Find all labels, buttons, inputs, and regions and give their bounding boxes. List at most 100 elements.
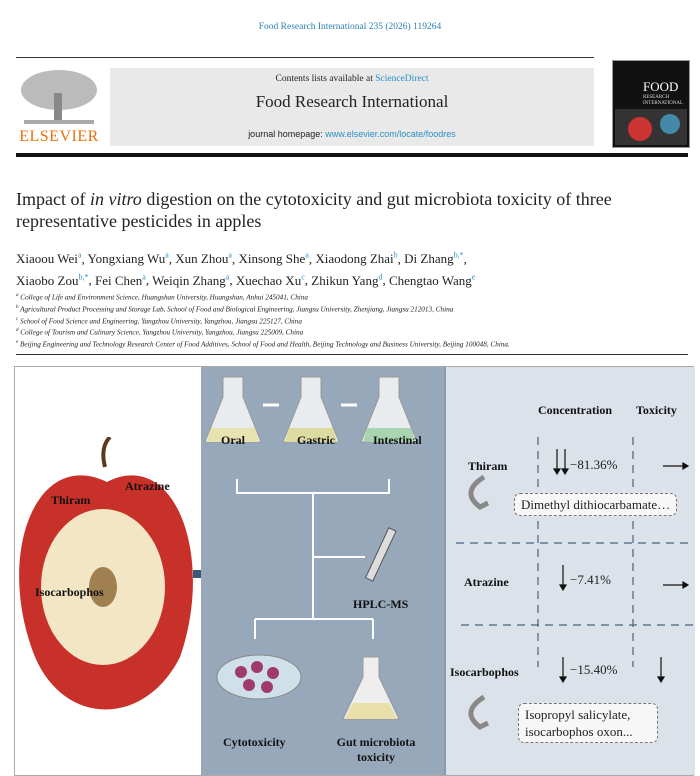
digestion-diagram: [204, 376, 418, 720]
author[interactable]: Xun Zhoua: [175, 251, 232, 266]
author-list: Xiaoou Weia, Yongxiang Wua, Xun Zhoua, X…: [16, 251, 476, 288]
journal-cover[interactable]: FOOD RESEARCH INTERNATIONAL: [612, 60, 690, 148]
thiram-product-box: Dimethyl dithiocarbamate…: [514, 493, 678, 516]
thiram-row-label: Thiram: [468, 459, 508, 473]
isocarbophos-row-label: Isocarbophos: [450, 665, 519, 679]
author-affiliation-mark[interactable]: c: [301, 272, 305, 282]
author[interactable]: Xinsong Shea: [238, 251, 308, 266]
apple-illustration: [19, 437, 193, 710]
affiliation: b Agricultural Product Processing and St…: [16, 303, 510, 315]
author[interactable]: Yongxiang Wua: [88, 251, 169, 266]
oral-label: Oral: [221, 433, 245, 447]
author-affiliation-mark[interactable]: a: [228, 251, 232, 260]
affiliations: a College of Life and Environment Scienc…: [16, 291, 510, 350]
atrazine-label: Atrazine: [125, 479, 170, 493]
journal-title: Food Research International: [255, 92, 449, 111]
author-name: Xun Zhou: [175, 251, 229, 267]
homepage-line: journal homepage: www.elsevier.com/locat…: [110, 129, 594, 139]
author-name: Xinsong She: [238, 251, 306, 267]
author-name: Zhikun Yang: [311, 272, 379, 288]
title-part: digestion on the cytotoxicity and gut mi…: [16, 189, 612, 231]
author-affiliation-mark[interactable]: a: [225, 272, 230, 282]
atrazine-change: −7.41%: [570, 572, 611, 587]
author[interactable]: Xuechao Xuc: [235, 272, 305, 288]
affiliation-mark: a: [16, 293, 19, 298]
isocarbophos-product-box: Isopropyl salicylate, isocarbophos oxon.…: [518, 703, 658, 743]
affiliation-text: College of Life and Environment Science,…: [20, 293, 308, 302]
author-name: Di Zhang: [404, 251, 454, 267]
affiliation: a College of Life and Environment Scienc…: [16, 291, 510, 303]
thiram-label: Thiram: [51, 493, 91, 507]
homepage-text: journal homepage:: [248, 129, 326, 139]
author-name: Xiaodong Zhai: [315, 251, 394, 267]
isocarbophos-change: −15.40%: [570, 662, 618, 677]
author-name: Weiqin Zhang: [152, 272, 226, 288]
author-affiliation-mark[interactable]: b,*: [78, 272, 89, 282]
thiram-change: −81.36%: [570, 457, 618, 472]
elsevier-logo[interactable]: ELSEVIER: [14, 68, 104, 146]
author[interactable]: Chengtao Wange: [389, 272, 476, 287]
author-name: Xiaoou Wei: [16, 251, 78, 267]
apple-panel: Thiram Atrazine Isocarbophos: [15, 367, 201, 775]
cytotoxicity-label: Cytotoxicity: [223, 735, 286, 749]
publisher-name: ELSEVIER: [19, 128, 99, 145]
author-name: Xiaobo Zou: [16, 272, 79, 288]
author-affiliation-mark[interactable]: b,*: [453, 251, 464, 260]
affiliation-text: Beijing Engineering and Technology Resea…: [20, 340, 510, 349]
cover-subtitle: RESEARCH INTERNATIONAL: [643, 95, 683, 106]
contents-line: Contents lists available at ScienceDirec…: [110, 74, 594, 84]
author-affiliation-mark[interactable]: b: [393, 251, 398, 260]
tree-icon: [21, 70, 97, 124]
author-affiliation-mark[interactable]: a: [165, 251, 169, 260]
journal-banner: Contents lists available at ScienceDirec…: [110, 68, 594, 146]
gut-toxicity-label: Gut microbiota toxicity: [336, 735, 416, 764]
author-affiliation-mark[interactable]: d: [378, 272, 383, 282]
affiliation-text: Agricultural Product Processing and Stor…: [20, 305, 454, 314]
intestinal-label: Intestinal: [373, 433, 422, 447]
affiliation-mark: b: [16, 304, 19, 310]
author-affiliation-mark[interactable]: a: [77, 251, 82, 260]
atrazine-row-label: Atrazine: [464, 575, 509, 589]
affiliation-text: School of Food Science and Engineering, …: [20, 316, 302, 325]
hplc-ms-label: HPLC-MS: [353, 597, 409, 611]
affiliation-mark: d: [16, 328, 19, 334]
title-italic: in vitro: [89, 189, 142, 209]
author-name: Xuechao Xu: [235, 272, 302, 288]
graphical-abstract: Thiram Atrazine Isocarbophos Oral Gastri…: [14, 366, 695, 776]
gastric-label: Gastric: [297, 433, 335, 447]
digestion-panel: Oral Gastric Intestinal HPLC-MS Cytotoxi…: [201, 367, 444, 775]
cover-image: [615, 109, 687, 145]
divider: [16, 57, 594, 58]
concentration-header: Concentration: [538, 403, 612, 417]
author-name: Yongxiang Wu: [87, 251, 166, 267]
affiliation-mark: c: [16, 316, 19, 322]
author[interactable]: Di Zhangb,*: [404, 251, 463, 266]
cover-title: FOOD: [643, 79, 679, 94]
affiliation-text: College of Tourism and Culinary Science,…: [20, 328, 304, 337]
article-title: Impact of in vitro digestion on the cyto…: [16, 188, 656, 232]
author[interactable]: Xiaobo Zoub,*: [16, 272, 89, 288]
journal-citation[interactable]: Food Research International 235 (2026) 1…: [258, 22, 442, 32]
divider: [16, 354, 688, 355]
author-affiliation-mark[interactable]: a: [142, 272, 146, 282]
author[interactable]: Xiaodong Zhaib: [315, 251, 397, 266]
author[interactable]: Zhikun Yangd: [311, 272, 383, 288]
contents-text: Contents lists available at: [275, 74, 376, 84]
author-affiliation-mark[interactable]: e: [471, 272, 476, 282]
title-part: Impact of: [16, 189, 90, 209]
sciencedirect-link[interactable]: ScienceDirect: [375, 74, 429, 84]
header-bar: [16, 153, 688, 157]
affiliation: e Beijing Engineering and Technology Res…: [16, 338, 510, 350]
results-grid: [456, 437, 693, 730]
author[interactable]: Fei Chena: [94, 272, 146, 288]
homepage-link[interactable]: www.elsevier.com/locate/foodres: [325, 129, 456, 139]
toxicity-header: Toxicity: [636, 403, 677, 417]
affiliation: c School of Food Science and Engineering…: [16, 315, 510, 327]
isocarbophos-label: Isocarbophos: [35, 585, 104, 599]
author[interactable]: Weiqin Zhanga: [152, 272, 230, 288]
author[interactable]: Xiaoou Weia: [16, 251, 81, 266]
author-affiliation-mark[interactable]: a: [305, 251, 309, 260]
author-name: Fei Chen: [94, 272, 143, 288]
affiliation-mark: e: [16, 340, 19, 346]
results-panel: Concentration Toxicity Thiram −81.36% Di…: [444, 367, 695, 775]
